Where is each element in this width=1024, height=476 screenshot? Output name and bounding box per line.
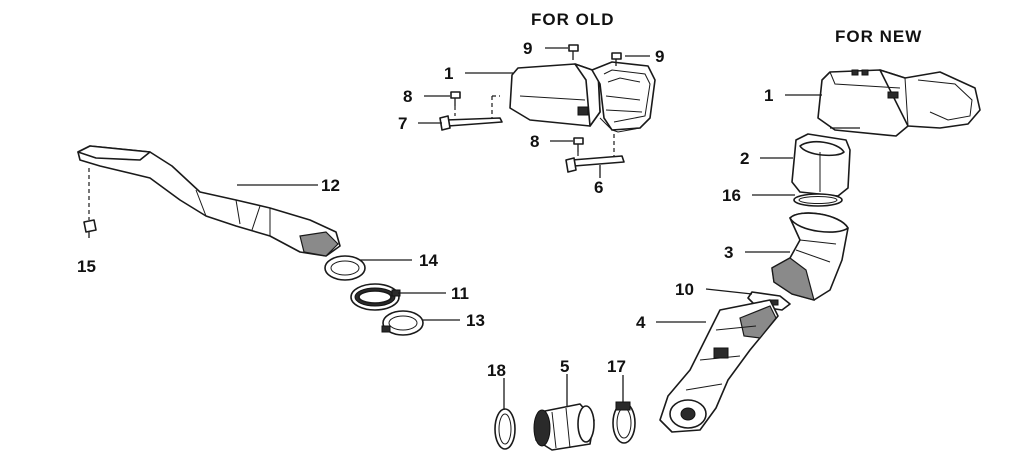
callout-old-9a: 9 [523, 39, 532, 58]
ring-14 [324, 255, 366, 281]
callout-old-8a: 8 [403, 87, 412, 106]
bolt-8-lower [573, 137, 584, 160]
bracket-6 [565, 134, 625, 173]
fastener-15 [83, 219, 97, 238]
callout-old-9b: 9 [655, 47, 664, 66]
callout-15: 15 [77, 257, 96, 276]
new-hose-4 [659, 299, 779, 433]
bolt-8-upper [450, 91, 461, 116]
callout-11: 11 [451, 284, 469, 303]
callout-12: 12 [321, 176, 340, 195]
new-air-box [817, 69, 981, 137]
new-elbow-3 [771, 212, 849, 301]
callout-18: 18 [487, 361, 506, 380]
intake-snorkel-12 [77, 145, 341, 257]
bracket-7 [439, 95, 503, 131]
callout-14: 14 [419, 251, 438, 270]
clamp-17 [612, 401, 636, 444]
clamp-11 [350, 283, 401, 311]
callout-13: 13 [466, 311, 485, 330]
old-air-box [509, 61, 656, 133]
header-for-old: FOR OLD [531, 10, 615, 29]
bolt-9-right [611, 52, 622, 66]
callout-new-2: 2 [740, 149, 749, 168]
callout-new-3: 3 [724, 243, 733, 262]
callout-new-10: 10 [675, 280, 694, 299]
callout-new-16: 16 [722, 186, 741, 205]
callout-17: 17 [607, 357, 626, 376]
callout-old-7: 7 [398, 114, 407, 133]
ring-18 [494, 408, 516, 450]
callout-old-1: 1 [444, 64, 453, 83]
sleeve-5 [533, 403, 595, 451]
leader-new-10 [705, 288, 753, 295]
callout-new-1: 1 [764, 86, 773, 105]
cap-13 [381, 310, 424, 336]
bolt-9-left [568, 44, 579, 60]
callout-new-4: 4 [636, 313, 646, 332]
callout-5: 5 [560, 357, 569, 376]
callout-old-6: 6 [594, 178, 603, 197]
new-duct-sleeve [791, 133, 851, 197]
callout-old-8b: 8 [530, 132, 539, 151]
new-ring-16 [793, 193, 843, 207]
header-for-new: FOR NEW [835, 27, 922, 46]
